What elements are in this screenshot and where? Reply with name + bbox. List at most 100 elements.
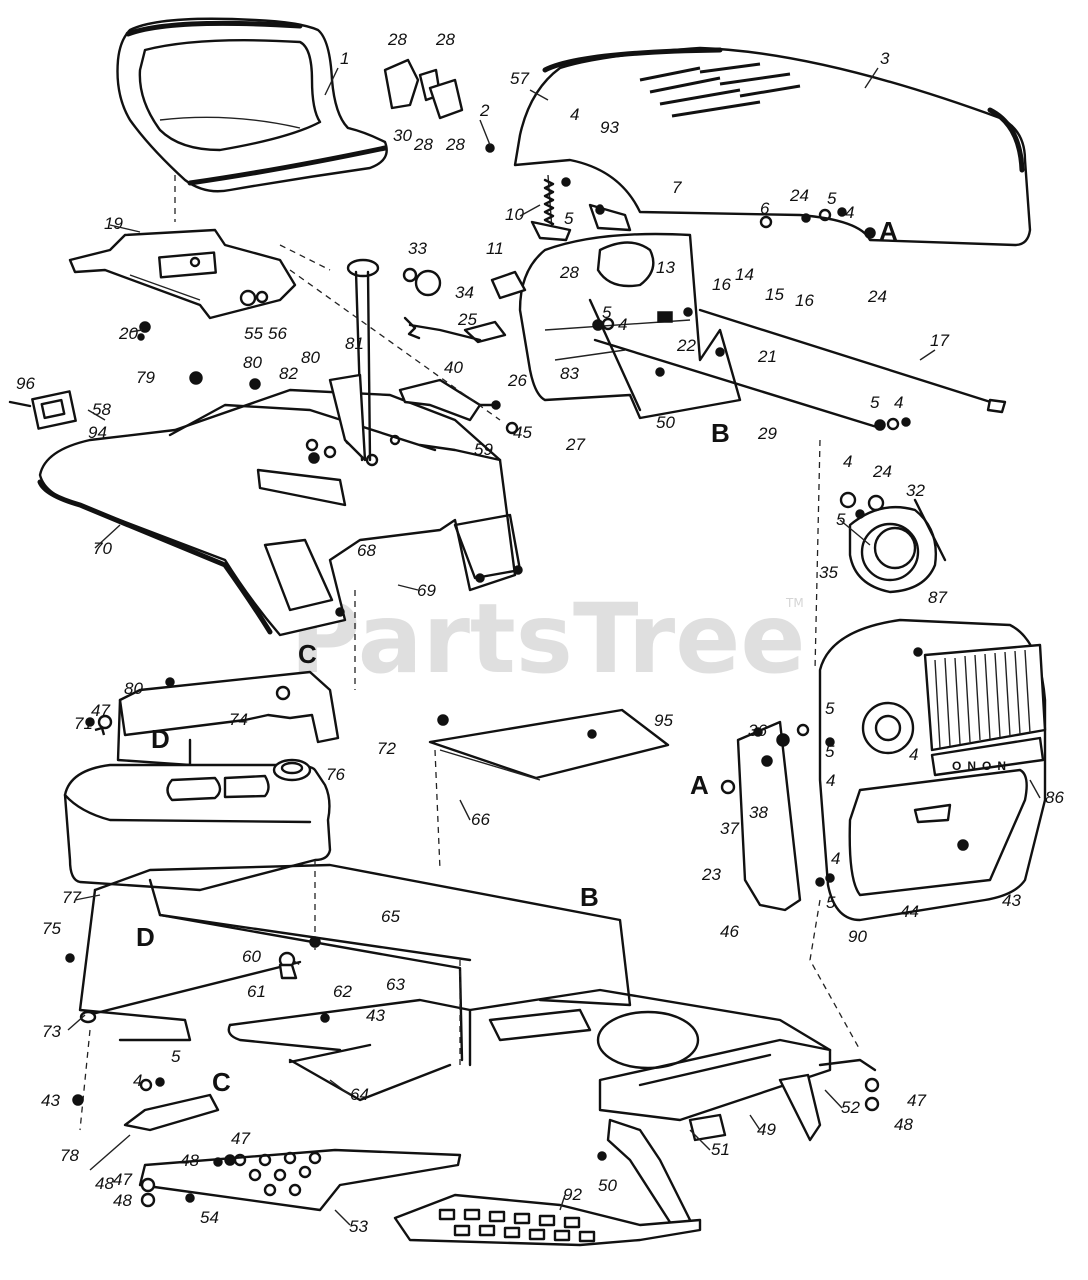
throttle-cable-part-17 [698, 308, 1007, 414]
callout: 28 [445, 135, 465, 154]
hood-part-3 [513, 46, 1032, 247]
callout: 63 [386, 975, 405, 994]
callout-labels: 1 2 3 28 28 30 28 28 57 4 93 10 5 7 6 24… [16, 30, 1064, 1236]
callout: 15 [765, 285, 784, 304]
callout: 50 [656, 413, 675, 432]
callout: 54 [200, 1208, 219, 1227]
seat-plate-part-19 [68, 228, 297, 320]
choke-cable-part-29 [593, 338, 882, 430]
callout: 10 [505, 205, 524, 224]
watermark: PartsTree [290, 583, 805, 695]
callout: 90 [848, 927, 867, 946]
cover-plate-part-66 [428, 708, 670, 781]
callout: 70 [93, 539, 112, 558]
callout: 57 [510, 69, 529, 88]
seat-switch-bracket [383, 58, 464, 120]
ignition-switch-part-34 [402, 267, 527, 344]
callout: 28 [559, 263, 579, 282]
callout: 47 [91, 701, 110, 720]
callout: 64 [350, 1085, 369, 1104]
callout: 4 [843, 452, 852, 471]
callout-leaders [67, 67, 1041, 1226]
headlight-part-32 [848, 498, 947, 594]
callout: 94 [88, 423, 107, 442]
callout: 43 [1002, 891, 1021, 910]
callout: 48 [113, 1191, 132, 1210]
callout: 5 [870, 393, 880, 412]
callout: 6 [760, 199, 770, 218]
callout: 47 [113, 1170, 132, 1189]
dash-panel-part-7 [518, 232, 742, 420]
lift-lever-part-81 [328, 258, 380, 462]
front-nose-part-44: ONON [818, 618, 1047, 922]
callout: 48 [95, 1174, 114, 1193]
callout: 40 [444, 358, 463, 377]
callout: 22 [676, 336, 696, 355]
callout: 69 [417, 581, 436, 600]
callout: 44 [900, 902, 919, 921]
ref-letter-b-top: B [711, 418, 730, 448]
callout: 50 [598, 1176, 617, 1195]
callout: 4 [909, 745, 918, 764]
callout: 86 [1045, 788, 1064, 807]
callout: 24 [867, 287, 887, 306]
callout: 93 [600, 118, 619, 137]
callout: 27 [565, 435, 585, 454]
callout: 24 [789, 186, 809, 205]
ref-letter-a-top: A [879, 216, 898, 246]
callout: 5 [836, 510, 846, 529]
callout: 47 [231, 1129, 250, 1148]
callout: 32 [906, 481, 925, 500]
hood-hinge-spring [530, 174, 632, 242]
callout: 45 [513, 423, 532, 442]
callout: 87 [928, 588, 947, 607]
grille-badge: ONON [952, 759, 1012, 773]
fuel-tank-part-76 [63, 758, 332, 892]
callout: 48 [180, 1151, 199, 1170]
callout: 1 [340, 49, 349, 68]
callout: 61 [247, 982, 266, 1001]
callout: 75 [42, 919, 61, 938]
callout: 5 [825, 742, 835, 761]
callout: 79 [136, 368, 155, 387]
callout: 5 [171, 1047, 181, 1066]
callout: 71 [74, 714, 93, 733]
callout: 28 [387, 30, 407, 49]
callout: 30 [393, 126, 412, 145]
battery-bracket-part-74 [94, 670, 340, 767]
callout: 60 [242, 947, 261, 966]
callout: 72 [377, 739, 396, 758]
axle-bar-part-73 [79, 960, 302, 1024]
callout: 4 [133, 1071, 142, 1090]
callout: 28 [413, 135, 433, 154]
callout: 59 [474, 440, 493, 459]
callout: 5 [825, 699, 835, 718]
callout: 4 [570, 105, 579, 124]
callout: 74 [229, 710, 248, 729]
callout: 3 [880, 49, 890, 68]
ref-letter-c-bracket: C [212, 1067, 231, 1097]
callout: 34 [455, 283, 474, 302]
foot-mat-part-92 [393, 1193, 702, 1247]
callout: 4 [618, 315, 627, 334]
callout: 52 [841, 1098, 860, 1117]
callout: 19 [104, 214, 123, 233]
callout: 83 [560, 364, 579, 383]
callout: 76 [326, 765, 345, 784]
callout: 20 [118, 324, 138, 343]
callout: 16 [795, 291, 814, 310]
callout: 56 [268, 324, 287, 343]
callout: 47 [907, 1091, 926, 1110]
callout: 11 [486, 239, 504, 258]
footrest-bracket-part-78 [123, 1093, 220, 1132]
callout: 82 [279, 364, 298, 383]
callout: 4 [831, 849, 840, 868]
callout: 13 [656, 258, 675, 277]
callout: 5 [826, 893, 836, 912]
callout: 51 [711, 1140, 730, 1159]
callout: 33 [408, 239, 427, 258]
callout: 65 [381, 907, 400, 926]
callout: 5 [564, 209, 574, 228]
callout: 81 [345, 334, 364, 353]
